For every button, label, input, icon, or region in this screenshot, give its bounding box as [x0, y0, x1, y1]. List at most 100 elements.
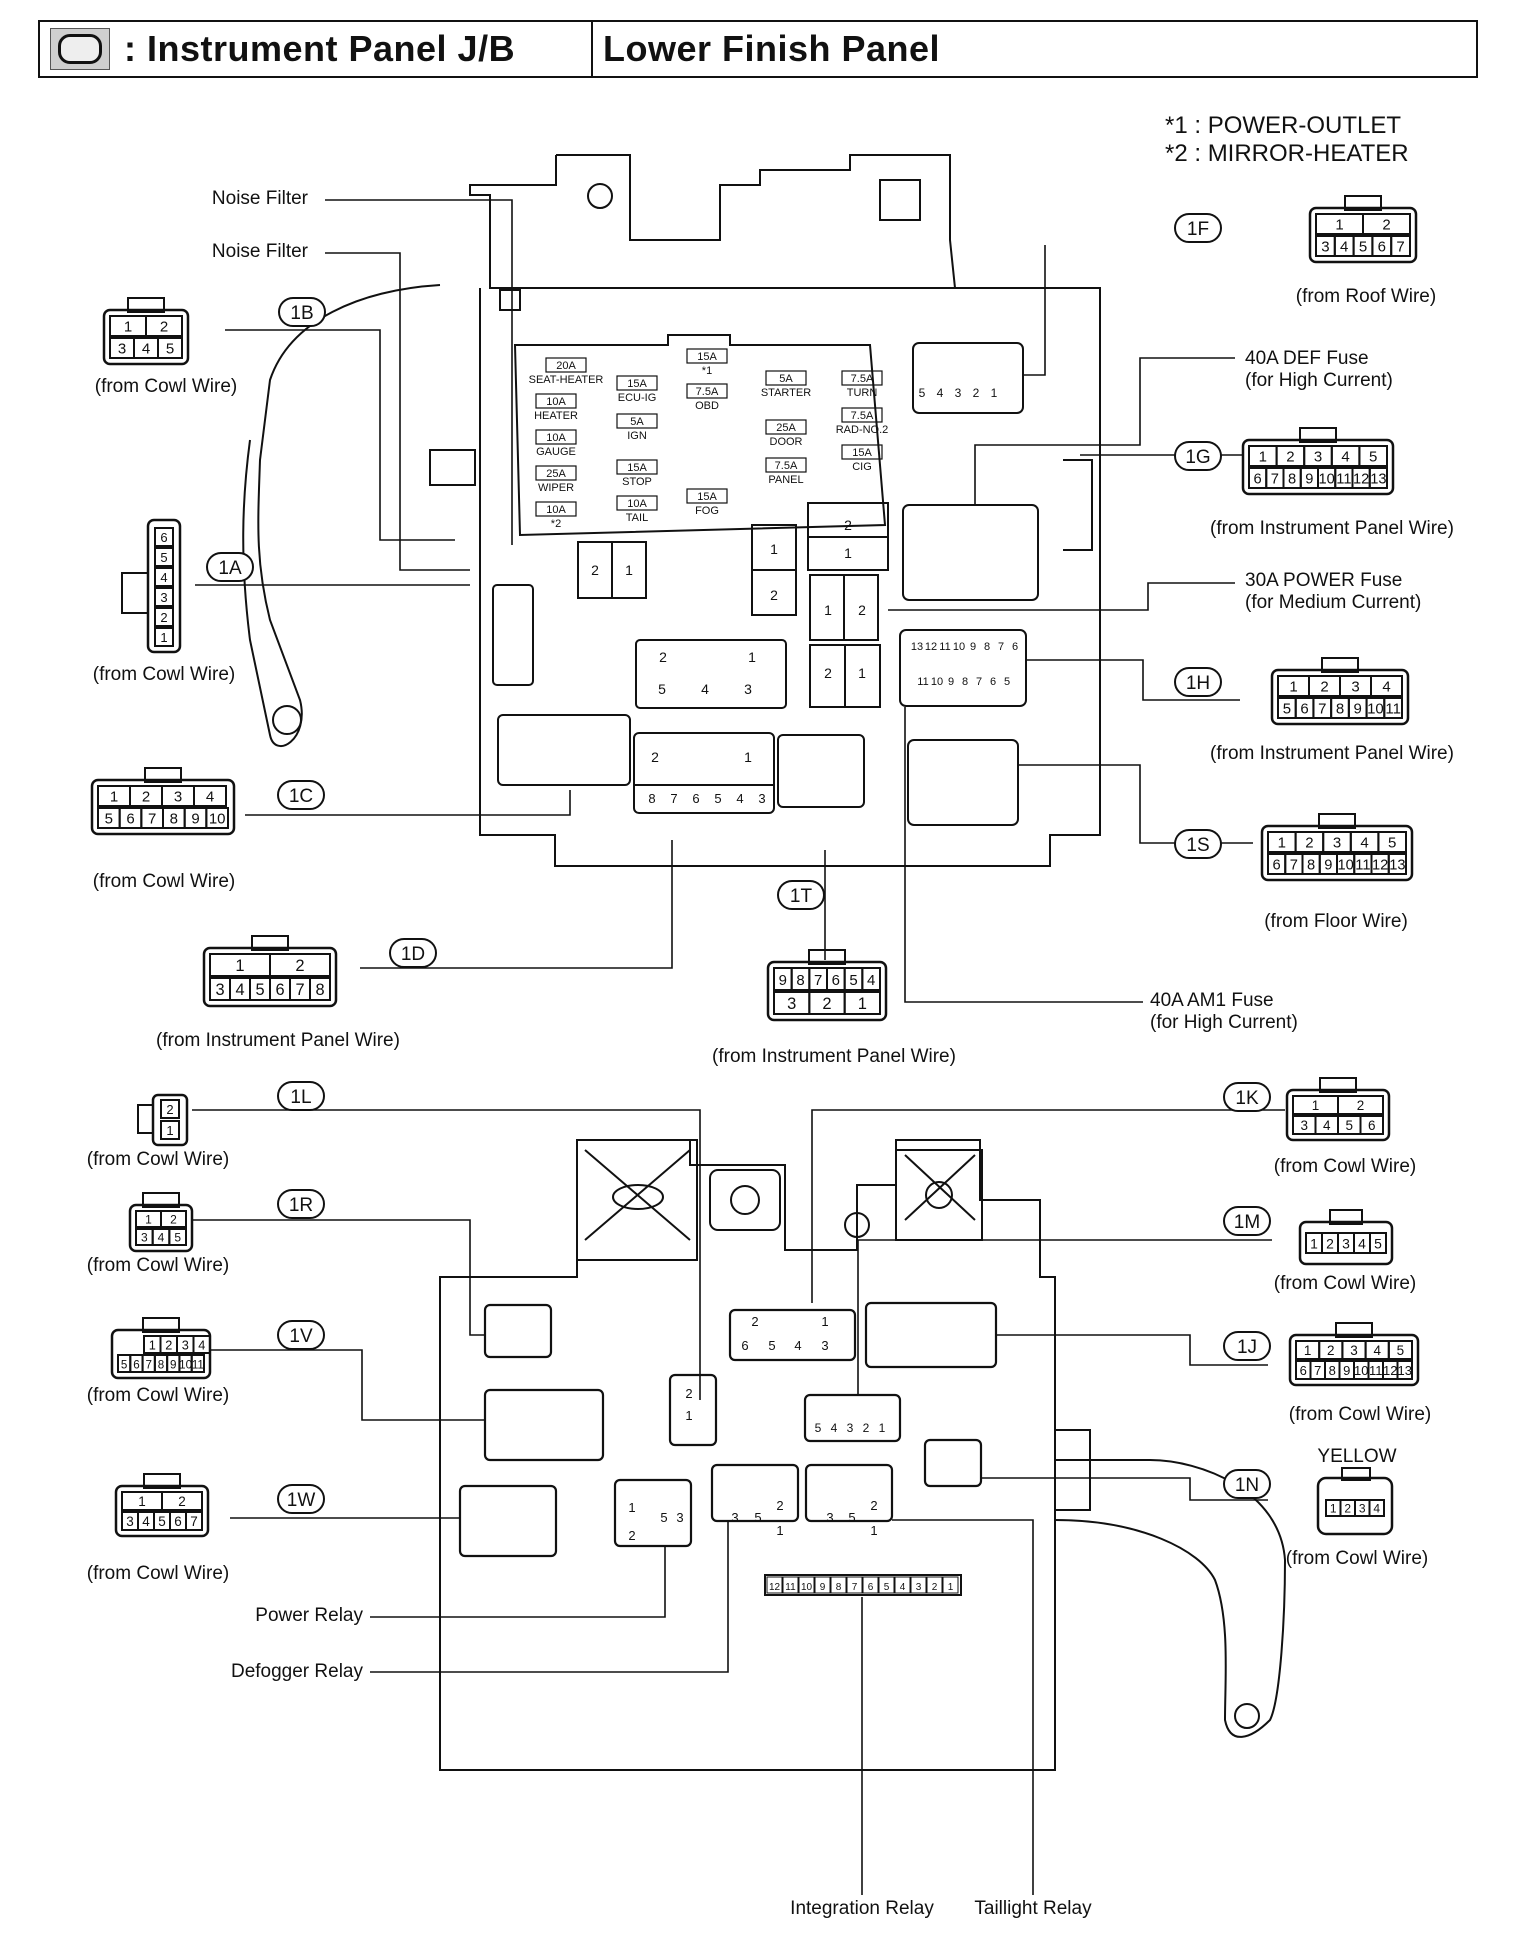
connector-1t-pin-number: 9	[779, 972, 787, 989]
connector-1r-cell	[160, 1210, 187, 1228]
badge-oval	[277, 1484, 325, 1514]
connector-1b-badge: 1B	[278, 297, 326, 327]
connector-1a-cell	[154, 587, 174, 607]
connector-1r-pin-number: 1	[145, 1212, 152, 1226]
connector-latch	[1344, 195, 1382, 211]
connector-housing	[102, 308, 190, 366]
connector-1f-badge: 1F	[1174, 213, 1222, 243]
connector-latch	[1299, 427, 1337, 443]
connector-1c-pin-number: 5	[105, 811, 113, 828]
component-pin-number: 12	[925, 641, 937, 653]
fuse-name: GAUGE	[536, 446, 576, 458]
lower-pin-number: 4	[794, 1338, 801, 1353]
connector-1j-cell	[1387, 1340, 1414, 1360]
connector-1d-badge: 1D	[389, 938, 437, 968]
connector-1w-pin-number: 2	[178, 1494, 186, 1509]
connector-1v-pin-number: 7	[145, 1358, 151, 1371]
component-pin-number: 13	[911, 641, 923, 653]
badge-label: 1S	[1186, 835, 1209, 856]
connector-1c-pin-number: 6	[126, 811, 134, 828]
connector-1g-pin-number: 11	[1336, 472, 1351, 488]
lower-pin-number: 5	[815, 1421, 822, 1435]
component-pin-number: 2	[770, 587, 778, 603]
leader-line	[996, 1334, 1268, 1366]
badge-oval	[277, 780, 325, 810]
connector-1s-pin-number: 8	[1307, 858, 1315, 874]
connector-1g-source: (from Instrument Panel Wire)	[1210, 518, 1454, 539]
connector-1l-cell	[160, 1099, 180, 1119]
badge-oval	[1223, 1206, 1271, 1236]
connector-1j-pin-number: 1	[1304, 1343, 1312, 1358]
fuse-name: STOP	[622, 476, 652, 488]
connector-1r-cell	[168, 1228, 187, 1246]
fuse-box	[535, 465, 577, 481]
connector-1f-pin-number: 5	[1359, 239, 1367, 256]
badge-label: 1N	[1235, 1475, 1259, 1496]
component-pin-number: 5	[1004, 676, 1010, 688]
badge-label: 1V	[289, 1326, 313, 1347]
connector-1s-pin-number: 1	[1278, 835, 1286, 852]
connector-1h-pin-number: 2	[1320, 679, 1328, 696]
connector-1a-cell	[154, 607, 174, 627]
connector-1v-pin-number: 10	[179, 1358, 192, 1371]
connector-1g-pin-number: 1	[1259, 449, 1267, 466]
badge-oval	[277, 1189, 325, 1219]
connector-1k-cell	[1359, 1115, 1384, 1135]
fuse-amperage: 20A	[556, 360, 576, 372]
integration-relay-pin-number: 8	[836, 1582, 842, 1593]
connector-1b-pin-number: 2	[160, 319, 168, 336]
connector-latch	[142, 1317, 180, 1333]
lower-socket	[483, 1388, 605, 1462]
integration-relay-pin-number: 3	[916, 1582, 922, 1593]
connector-housing	[764, 1574, 962, 1596]
fuse-amperage: 7.5A	[696, 386, 719, 398]
fuse-box	[686, 383, 728, 399]
fuse-box	[545, 357, 587, 373]
integration-relay-cell	[798, 1576, 815, 1594]
lower-socket	[483, 1303, 553, 1359]
leader-line	[1023, 245, 1046, 376]
connector-1k-pin-number: 1	[1312, 1098, 1320, 1113]
connector-1j-source: (from Cowl Wire)	[1289, 1404, 1432, 1425]
title-left-cell: : Instrument Panel J/B	[40, 22, 593, 76]
connector-1w-pin-number: 3	[126, 1514, 134, 1529]
connector-1g-cell	[1358, 445, 1389, 467]
connector-1v-cell	[192, 1335, 211, 1354]
leader-line	[192, 1109, 701, 1400]
connector-latch	[1318, 813, 1356, 829]
fuse-amperage: 25A	[776, 422, 796, 434]
badge-label: 1B	[290, 303, 313, 324]
connector-latch	[127, 297, 165, 313]
connector-1s-pin-number: 3	[1333, 835, 1341, 852]
lower-socket	[668, 1373, 718, 1447]
component-pin-number: 8	[984, 641, 990, 653]
connector-1f-source: (from Roof Wire)	[1296, 286, 1436, 307]
connector-1d-pin-number: 3	[215, 981, 224, 999]
component-pin-number: 10	[931, 676, 943, 688]
badge-label: 1M	[1234, 1212, 1260, 1233]
connector-1s-pin-number: 10	[1337, 858, 1353, 874]
lower-pin-number: 5	[848, 1510, 855, 1525]
connector-1r-pin-number: 2	[170, 1212, 177, 1226]
component-pin-number: 4	[937, 386, 944, 400]
connector-1d-pin-number: 2	[295, 957, 304, 975]
badge-oval	[1223, 1082, 1271, 1112]
component-pin-number: 11	[939, 641, 950, 653]
component-pin-number: 2	[844, 517, 852, 533]
connector-1f-cell	[1362, 213, 1411, 235]
connector-1d-pin-number: 5	[255, 981, 264, 999]
connector-housing	[1316, 1476, 1394, 1536]
connector-latch	[1319, 1077, 1357, 1093]
lower-pin-number: 2	[685, 1386, 692, 1401]
lower-pin-number: 3	[826, 1510, 833, 1525]
badge-oval	[777, 880, 825, 910]
connector-1h-source: (from Instrument Panel Wire)	[1210, 743, 1454, 764]
connector-1c-cell	[205, 807, 229, 829]
connector-1s-cell	[1377, 831, 1408, 853]
connector-housing	[1241, 438, 1395, 496]
